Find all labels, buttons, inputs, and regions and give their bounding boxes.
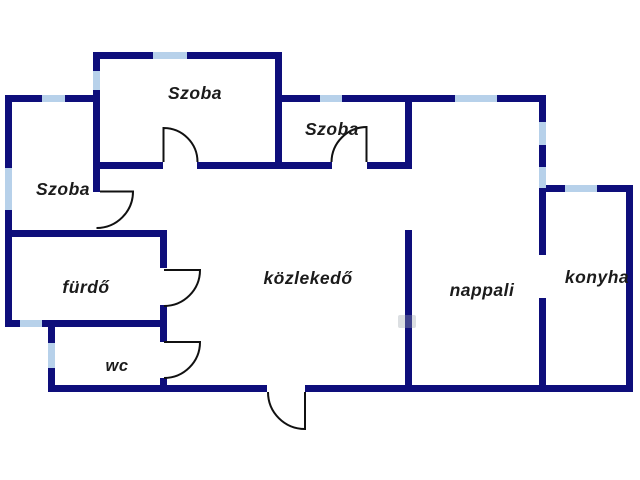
label-nappali: nappali (450, 280, 515, 300)
label-kozlekedo: közlekedő (263, 268, 353, 288)
wall-konyha-west-lower (539, 298, 546, 392)
label-konyha: konyha (565, 267, 629, 287)
wall-furdo-north (5, 230, 167, 237)
wall-nappali-west-upper (405, 95, 412, 169)
door-furdo (163, 269, 202, 307)
label-szoba-left: Szoba (36, 179, 90, 199)
wall-outer-west (5, 95, 12, 327)
walls (5, 52, 633, 392)
wall-szoba-bottom-c (367, 162, 412, 169)
label-szoba-top: Szoba (168, 83, 222, 103)
watermark-artifact (398, 315, 416, 328)
window-east-upper-2 (539, 167, 546, 188)
window-east-upper-1 (539, 122, 546, 145)
window-wc-west (48, 343, 55, 368)
window-furdo-south (20, 320, 42, 327)
wall-szoba-top-west (93, 52, 100, 192)
door-entrance (267, 391, 306, 431)
window-nappali-north (455, 95, 497, 102)
wall-szoba-bottom-a (93, 162, 163, 169)
window-konyha-north (565, 185, 597, 192)
window-outer-west (5, 168, 12, 210)
window-szoba-middle-north (320, 95, 342, 102)
door-szoba-top (162, 126, 199, 163)
wall-konyha-west-upper (539, 192, 546, 255)
wall-szoba-top-north (93, 52, 282, 59)
wall-furdo-east-upper (160, 230, 167, 268)
wall-outer-south-left (48, 385, 267, 392)
wall-nappali-west-lower (405, 230, 412, 392)
wall-furdo-east-mid (160, 305, 167, 342)
windows (5, 52, 597, 368)
window-szoba-top-west (93, 71, 100, 90)
label-furdo: fürdő (62, 277, 110, 297)
door-szoba-middle (330, 125, 368, 163)
wall-furdo-south (5, 320, 167, 327)
doors (96, 125, 368, 431)
door-szoba-left (96, 190, 135, 229)
label-wc: wc (105, 357, 128, 375)
door-wc (163, 341, 202, 379)
window-szoba-left-north (42, 95, 65, 102)
room-labels: Szoba Szoba Szoba fürdő wc közlekedő nap… (36, 83, 629, 375)
wall-outer-east (626, 185, 633, 392)
wall-szoba-top-east (275, 52, 282, 169)
wall-szoba-bottom-b (197, 162, 332, 169)
wall-outer-south-right (305, 385, 633, 392)
window-szoba-top-north (153, 52, 187, 59)
label-szoba-middle: Szoba (305, 119, 359, 139)
